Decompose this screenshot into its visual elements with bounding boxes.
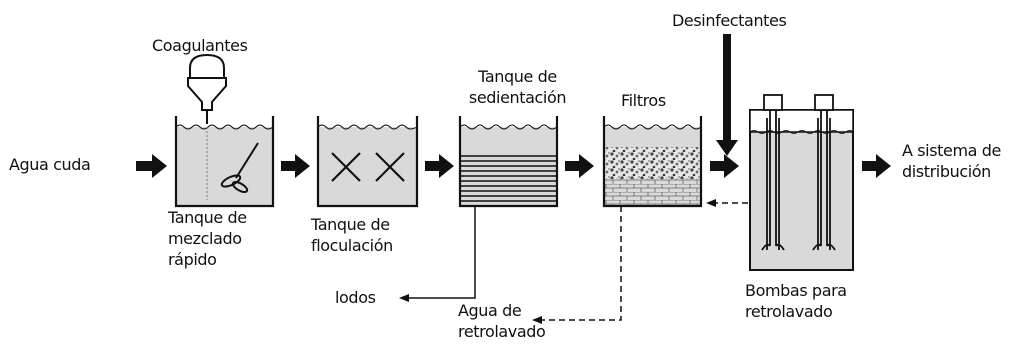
backwash-feed-line [706,199,758,207]
flocculation-tank [316,116,419,208]
outlet-arrow [862,154,891,178]
rapid-mix-tank [174,116,275,208]
flow-arrow [710,154,739,178]
inlet-arrow [136,154,167,178]
disinfectant-arrow [716,34,738,156]
filter-tank [602,116,703,208]
rapid-mix-tank-label: Tanque de mezclado rápido [168,208,247,269]
backwash-water-line [532,206,622,324]
coagulants-label: Coagulantes [152,36,248,55]
backwash-pumps-label: Bombas para retrolavado [745,281,847,321]
coagulant-funnel [187,53,227,124]
flocculation-tank-label: Tanque de floculación [311,215,393,255]
flocculator-paddles [331,152,405,182]
inlet-label: Agua cuda [9,155,91,174]
backwash-pump-1 [761,94,785,251]
mixer-impeller [220,142,259,194]
settling-plates [460,155,557,202]
outlet-label: A sistema de distribución [902,141,1001,181]
sedimentation-tank [458,116,559,208]
backwash-pump-2 [812,94,836,251]
sludge-label: lodos [335,288,376,307]
sludge-line [399,206,476,302]
backwash-water-label: Agua de retrolavado [458,301,546,341]
flow-arrow [425,154,454,178]
filters-label: Filtros [621,91,666,110]
disinfectants-label: Desinfectantes [672,11,787,30]
sedimentation-tank-label: Tanque de sedientación [468,67,567,107]
flow-arrow [565,154,594,178]
flow-arrow [281,154,310,178]
